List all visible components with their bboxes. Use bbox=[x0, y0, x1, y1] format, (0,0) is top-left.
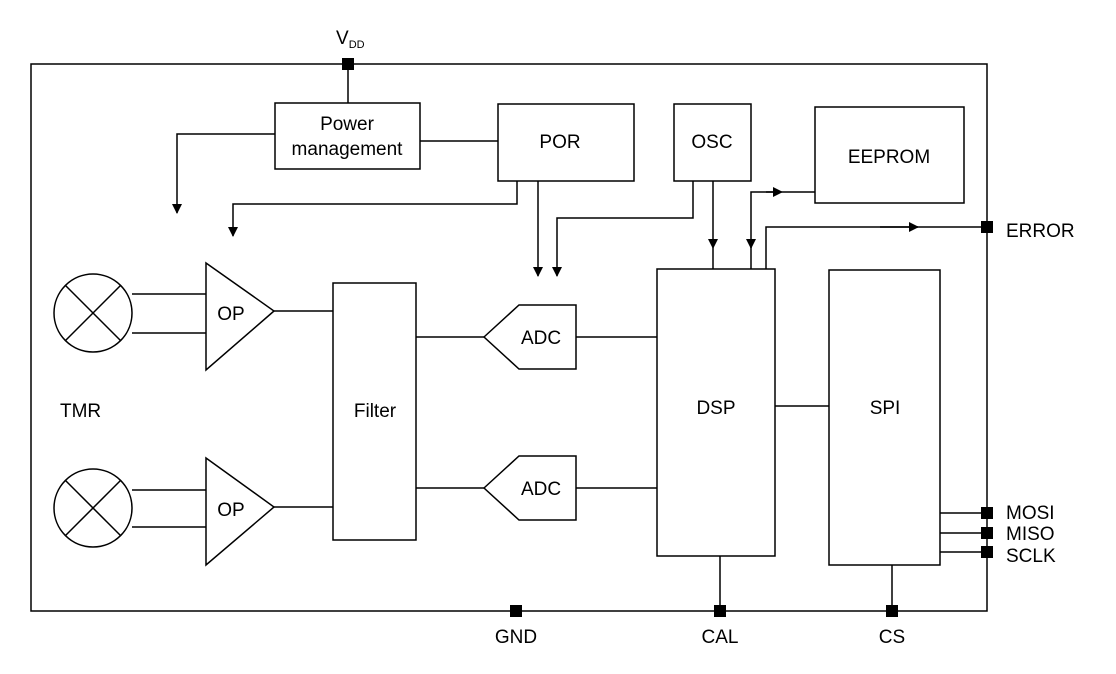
sclk-pin bbox=[981, 546, 993, 558]
mosi-pin bbox=[981, 507, 993, 519]
eeprom-label: EEPROM bbox=[848, 147, 930, 168]
osc-label: OSC bbox=[691, 132, 732, 153]
tmr-label: TMR bbox=[60, 401, 101, 422]
power-output-arrow bbox=[172, 133, 275, 214]
mosi-label: MOSI bbox=[1006, 503, 1055, 524]
filter-block bbox=[332, 282, 417, 541]
cal-pin bbox=[714, 605, 726, 617]
dsp-block bbox=[656, 268, 776, 557]
adc-top-label: ADC bbox=[521, 328, 561, 349]
error-label: ERROR bbox=[1006, 221, 1075, 242]
spi-label: SPI bbox=[870, 398, 901, 419]
cal-label: CAL bbox=[702, 627, 739, 648]
op-amp-bottom bbox=[205, 456, 276, 567]
por-block bbox=[497, 103, 635, 182]
por-to-op-arrow bbox=[228, 181, 518, 237]
cs-label: CS bbox=[879, 627, 905, 648]
osc-block bbox=[673, 103, 752, 182]
tmr-sensor-bottom bbox=[53, 468, 133, 548]
op-amp-top-label: OP bbox=[217, 304, 244, 325]
vdd-label: VDD bbox=[336, 28, 365, 51]
miso-pin bbox=[981, 527, 993, 539]
gnd-label: GND bbox=[495, 627, 537, 648]
spi-block bbox=[828, 269, 941, 566]
por-label: POR bbox=[539, 132, 580, 153]
power-management-label-1: Power bbox=[320, 114, 375, 135]
error-wire bbox=[765, 226, 987, 269]
vdd-pin bbox=[342, 58, 354, 70]
op-amp-top bbox=[205, 261, 276, 372]
tmr-sensor-top bbox=[53, 273, 133, 353]
error-pin bbox=[981, 221, 993, 233]
adc-bottom-label: ADC bbox=[521, 479, 561, 500]
eeprom-block bbox=[814, 106, 965, 204]
filter-label: Filter bbox=[354, 401, 397, 422]
power-management-block bbox=[274, 102, 421, 170]
op-amp-bottom-label: OP bbox=[217, 500, 244, 521]
cs-pin bbox=[886, 605, 898, 617]
osc-to-adc-arrow bbox=[552, 181, 694, 277]
dsp-label: DSP bbox=[696, 398, 735, 419]
power-management-label-2: management bbox=[292, 139, 404, 160]
miso-label: MISO bbox=[1006, 524, 1055, 545]
chip-outline bbox=[30, 63, 988, 612]
gnd-pin bbox=[510, 605, 522, 617]
sclk-label: SCLK bbox=[1006, 546, 1056, 567]
